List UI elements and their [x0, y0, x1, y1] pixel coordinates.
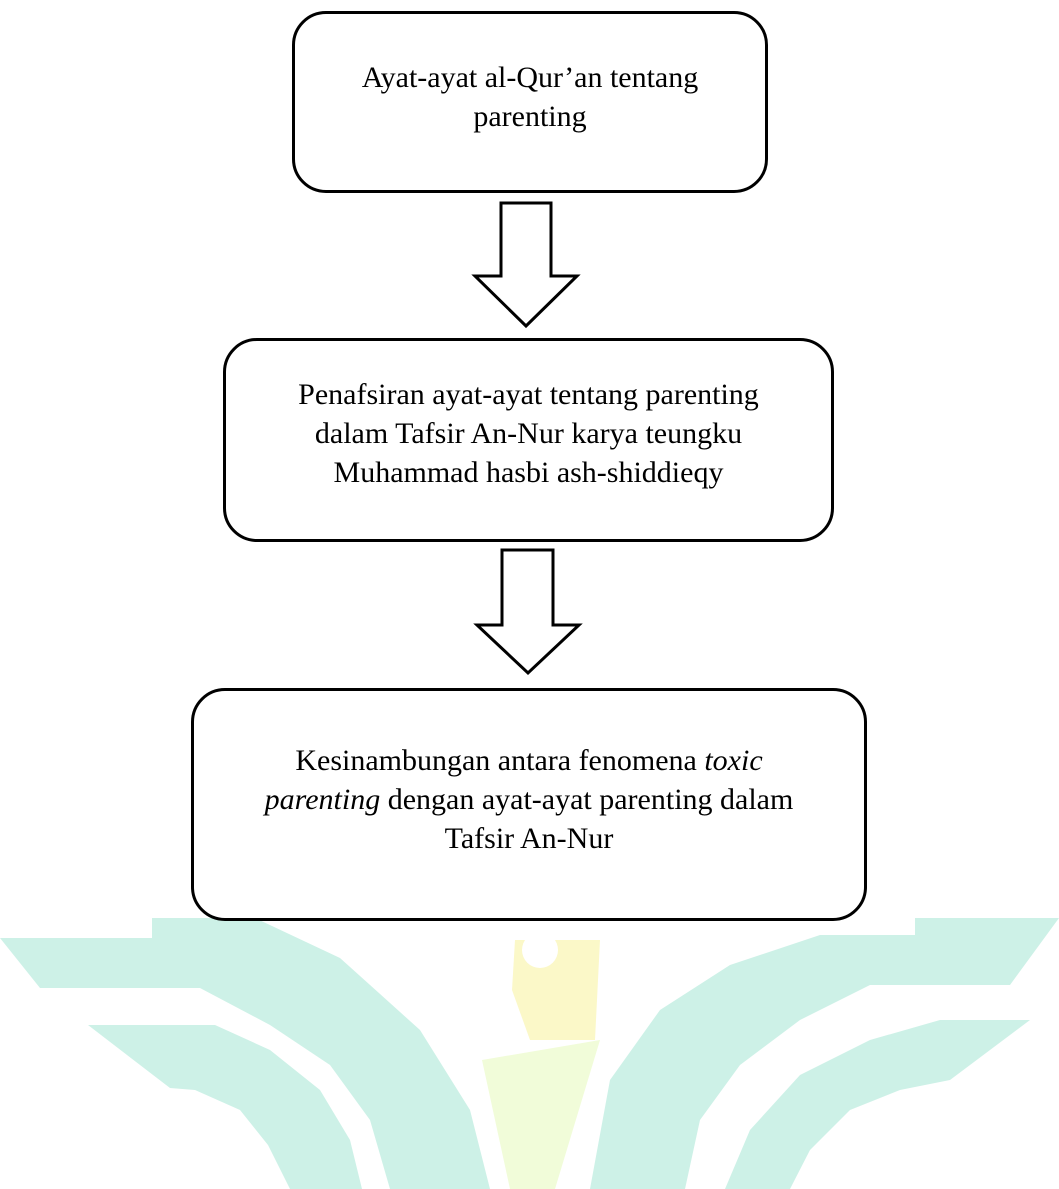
watermark-left-inner-band: [88, 1025, 362, 1189]
step-1-line-1: Ayat-ayat al-Qur’an tentang: [361, 61, 699, 94]
flow-step-3-box: Kesinambungan antara fenomena toxic pare…: [191, 688, 867, 921]
step-3-line-1-text: Kesinambungan antara fenomena: [295, 744, 705, 777]
watermark-left-outer-band: [0, 918, 490, 1189]
step-3-line-3: Tafsir An-Nur: [444, 822, 614, 855]
step-2-line-1: Penafsiran ayat-ayat tentang parenting: [298, 377, 759, 411]
watermark-center-dot: [522, 932, 558, 968]
step-3-line-2-text: dengan ayat-ayat parenting dalam: [380, 783, 794, 816]
step-1-line-2: parenting: [473, 100, 587, 133]
step-2-line-3: Muhammad hasbi ash-shiddieqy: [333, 455, 724, 489]
watermark-right-inner-band: [725, 1020, 1030, 1189]
step-2-line-2: dalam Tafsir An-Nur karya teungku: [314, 416, 743, 450]
step-3-italic-toxic: toxic: [704, 744, 763, 777]
watermark-right-outer-band: [590, 918, 1059, 1189]
flow-step-2-box: Penafsiran ayat-ayat tentang parenting d…: [223, 338, 834, 542]
down-arrow-outline-icon: [473, 548, 583, 676]
step-3-line-1: Kesinambungan antara fenomena toxic: [224, 741, 834, 780]
flow-step-1-box: Ayat-ayat al-Qur’an tentang parenting: [292, 11, 768, 193]
step-3-line-2: parenting dengan ayat-ayat parenting dal…: [224, 780, 834, 819]
watermark-center-green: [482, 1040, 600, 1189]
step-3-italic-parenting: parenting: [264, 783, 381, 816]
down-arrow-outline-icon: [471, 201, 581, 329]
